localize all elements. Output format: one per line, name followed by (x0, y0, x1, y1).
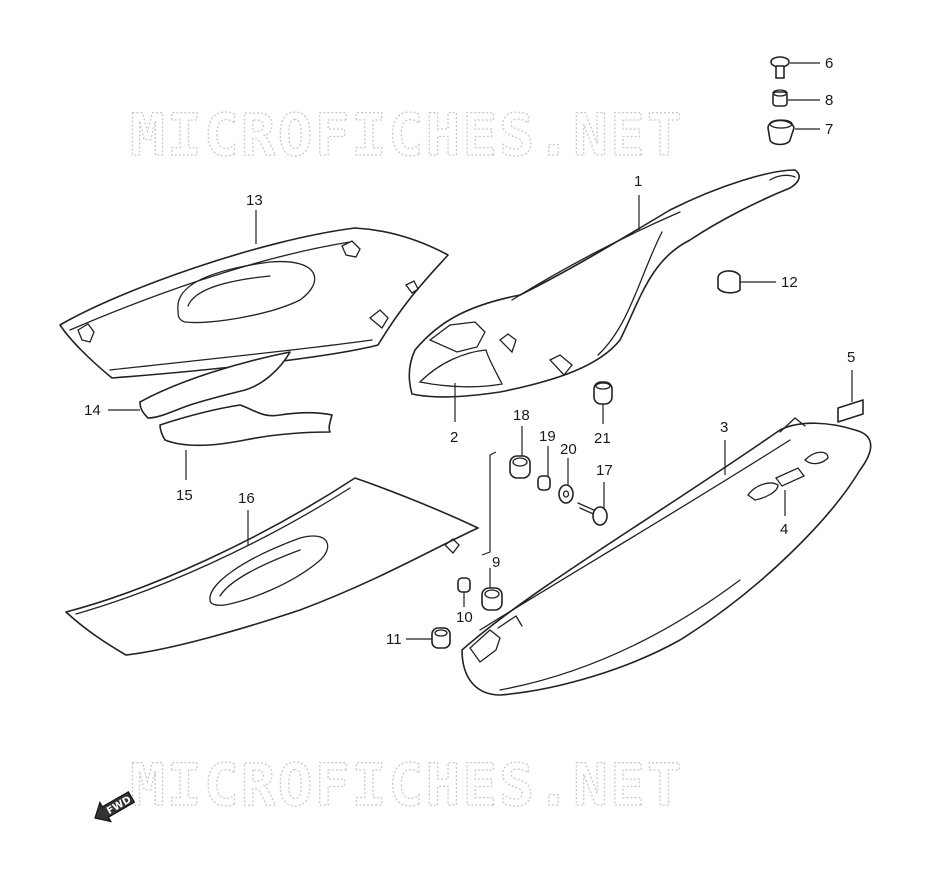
part-12-cushion (717, 270, 741, 294)
part-13-tail-cover-left (59, 227, 449, 379)
fwd-arrow-icon (94, 790, 136, 823)
callout-15: 15 (176, 487, 193, 504)
callout-16: 16 (238, 490, 255, 507)
callout-6: 6 (825, 55, 833, 72)
part-5-pad (837, 399, 864, 423)
part-7-grommet (767, 119, 795, 146)
part-1-tail-cover-main (408, 169, 800, 398)
part-6-screw (770, 56, 790, 79)
watermark-bottom: MICROFICHES.NET (130, 751, 684, 819)
part-9-grommet (481, 587, 503, 611)
callout-11: 11 (386, 631, 402, 648)
callout-9: 9 (492, 554, 500, 571)
callout-14: 14 (84, 402, 101, 419)
callout-21: 21 (594, 430, 611, 447)
callout-4: 4 (780, 521, 788, 538)
part-21-grommet (593, 381, 613, 405)
callout-17: 17 (596, 462, 613, 479)
watermark-top: MICROFICHES.NET (130, 101, 684, 169)
part-20-washer (558, 484, 574, 504)
part-15-trim-strip (159, 404, 333, 447)
callout-13: 13 (246, 192, 263, 209)
callout-8: 8 (825, 92, 833, 109)
callout-18: 18 (513, 407, 530, 424)
callout-2: 2 (450, 429, 458, 446)
part-3-side-cover-right (461, 417, 872, 696)
leader-lines (108, 62, 853, 640)
callout-1: 1 (634, 173, 642, 190)
part-10-collar (457, 577, 471, 593)
part-11-grommet (431, 627, 451, 649)
callout-19: 19 (539, 428, 556, 445)
part-16-tail-cover-lower (65, 477, 479, 656)
part-14-trim-strip (139, 351, 291, 419)
callout-20: 20 (560, 441, 577, 458)
callout-7: 7 (825, 121, 833, 138)
part-19-collar (537, 475, 551, 491)
callout-5: 5 (847, 349, 855, 366)
callout-3: 3 (720, 419, 728, 436)
part-18-grommet (509, 455, 531, 479)
callout-10: 10 (456, 609, 473, 626)
part-8-spacer (772, 89, 788, 107)
callout-12: 12 (781, 274, 798, 291)
bracket-line (481, 451, 497, 556)
part-17-bolt (577, 502, 608, 526)
